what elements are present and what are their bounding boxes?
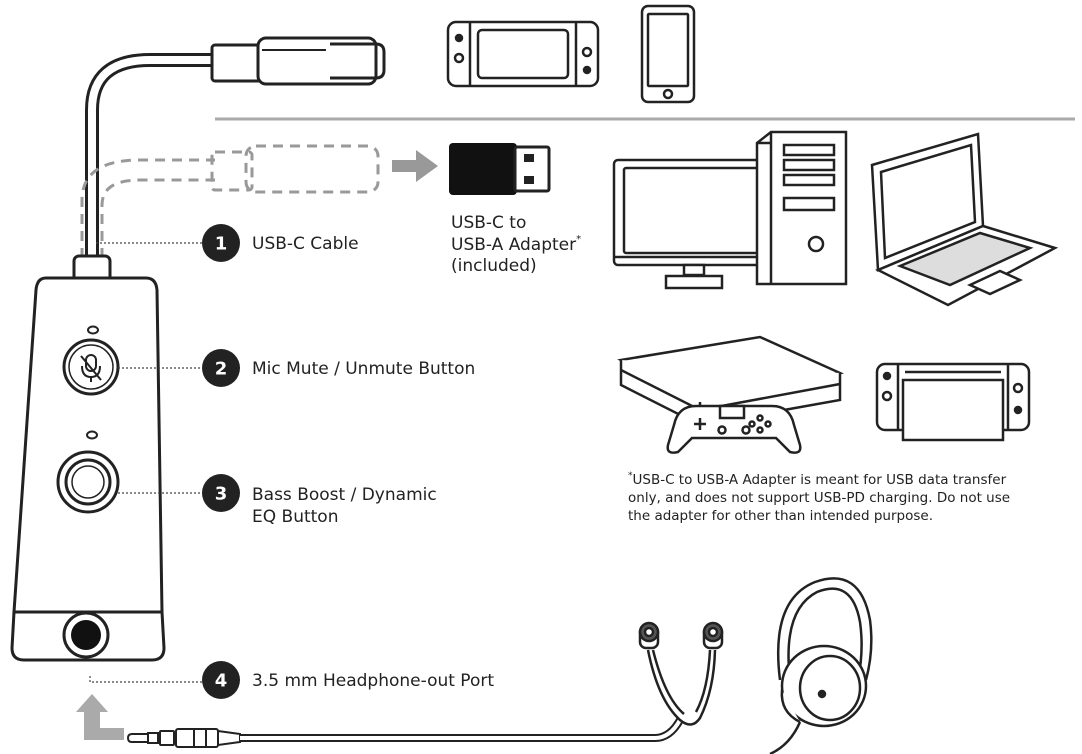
usb-a-adapter-icon — [449, 143, 551, 195]
arrow-right-icon — [392, 150, 438, 182]
mic-led — [87, 325, 99, 335]
headphone-port[interactable] — [62, 611, 110, 659]
dashed-cable-outline — [80, 144, 380, 258]
callout-3-number: 3 — [215, 484, 228, 505]
usb-c-plug-icon — [210, 36, 386, 86]
jack-cable — [240, 717, 684, 742]
laptop-icon — [870, 132, 1059, 307]
callout-1: 1 USB-C Cable — [96, 224, 359, 262]
headphones-icon — [769, 577, 873, 754]
adapter-label-line2: USB-A Adapter* — [451, 234, 581, 255]
switch-dock-icon — [875, 362, 1031, 442]
usb-c-cable — [85, 53, 218, 258]
smartphone-icon — [640, 4, 696, 104]
callout-3: 3 Bass Boost / Dynamic EQ Button — [118, 474, 437, 527]
callout-2-label: Mic Mute / Unmute Button — [252, 359, 475, 379]
desktop-pc-icon — [612, 130, 848, 290]
footnote-line1: *USB-C to USB-A Adapter is meant for USB… — [628, 471, 1007, 488]
earphones-icon — [638, 621, 724, 726]
mic-mute-button[interactable] — [62, 338, 120, 396]
footnote-line2: only, and does not support USB-PD chargi… — [628, 490, 1010, 506]
adapter-label-line1: USB-C to — [451, 213, 526, 233]
footnote-line3: the adapter for other than intended purp… — [628, 508, 933, 524]
callout-1-number: 1 — [215, 234, 228, 255]
switch-console-icon — [446, 20, 600, 88]
callout-3-label-line2: EQ Button — [252, 507, 338, 527]
callout-2-number: 2 — [215, 359, 228, 380]
gamepad-icon — [666, 404, 802, 454]
callout-4-number: 4 — [215, 671, 228, 692]
callout-3-label-line1: Bass Boost / Dynamic — [252, 485, 437, 505]
mic-muted-icon — [80, 354, 102, 382]
eq-led — [86, 430, 98, 440]
callout-1-label: USB-C Cable — [252, 234, 359, 254]
callout-4-label: 3.5 mm Headphone-out Port — [252, 671, 494, 691]
bass-boost-button[interactable] — [56, 450, 120, 514]
callout-4: 4 3.5 mm Headphone-out Port — [89, 661, 494, 699]
adapter-label-line3: (included) — [451, 256, 537, 276]
callout-2: 2 Mic Mute / Unmute Button — [118, 349, 475, 387]
audio-jack-icon — [126, 728, 241, 748]
arrow-up-icon — [76, 694, 124, 740]
